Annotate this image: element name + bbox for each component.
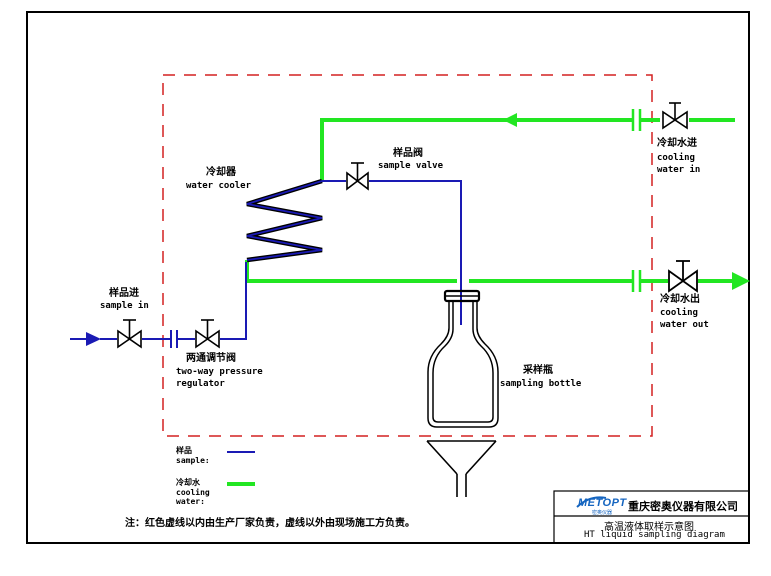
cooling-outlet-arrow — [732, 272, 750, 290]
cooler-label-zh: 冷却器 — [206, 167, 236, 178]
title-block — [553, 490, 750, 544]
cooling-out-valve — [668, 260, 698, 293]
cooler-label-en: water cooler — [186, 181, 252, 191]
cooling-out-label-en1: cooling — [660, 308, 698, 318]
bottle-label-en: sampling bottle — [500, 379, 582, 389]
drawing-title-en: HT liquid sampling diagram — [584, 530, 725, 540]
flange-cooling-in — [631, 109, 642, 131]
flange-sample-in — [170, 330, 178, 348]
company-logo-sub: 密奥仪器 — [592, 510, 613, 516]
cooling-in-label-en2: water in — [657, 165, 701, 175]
responsibility-note: 注：红色虚线以内由生产厂家负责，虚线以外由现场施工方负责。 — [125, 518, 415, 529]
legend-sample-en: sample: — [176, 456, 210, 465]
drawing-title-zh: 高温液体取样示意图 — [604, 522, 694, 533]
cooling-out-label-zh: 冷却水出 — [660, 294, 700, 305]
sample-valve-label-zh: 样品阀 — [393, 148, 423, 159]
legend-sample-zh: 样品 — [176, 446, 192, 455]
cooler-coil — [246, 178, 323, 263]
sample-valve — [346, 162, 369, 191]
sample-in-valve — [117, 319, 142, 349]
sample-lines — [70, 180, 462, 340]
sample-in-label-zh: 样品进 — [109, 288, 139, 299]
company-logo: METOPT — [578, 497, 627, 509]
logo-swoosh — [576, 496, 607, 508]
drain-funnel — [426, 440, 497, 497]
flange-cooling-out — [631, 270, 642, 292]
legend-cooling-en1: cooling — [176, 488, 210, 497]
cooling-flow-arrow — [503, 113, 517, 127]
regulator-label-en2: regulator — [176, 379, 225, 389]
bottle-label-zh: 采样瓶 — [523, 365, 553, 376]
supplier-boundary — [162, 74, 653, 437]
cooling-in-label-en1: cooling — [657, 153, 695, 163]
sample-in-label-en: sample in — [100, 301, 149, 311]
cooling-in-label-zh: 冷却水进 — [657, 138, 697, 149]
legend-cooling-en2: water: — [176, 497, 205, 506]
regulator-label-en1: two-way pressure — [176, 367, 263, 377]
company-name: 重庆密奥仪器有限公司 — [628, 500, 738, 513]
sample-inlet-arrow — [86, 332, 101, 346]
cooling-out-label-en2: water out — [660, 320, 709, 330]
sampling-bottle — [427, 289, 499, 428]
legend-cooling-zh: 冷却水 — [176, 478, 200, 487]
regulator-valve — [195, 319, 220, 349]
cooling-in-valve — [662, 102, 688, 130]
drawing-frame — [26, 11, 750, 544]
sample-valve-label-en: sample valve — [378, 161, 444, 171]
regulator-label-zh: 两通调节阀 — [186, 353, 236, 364]
